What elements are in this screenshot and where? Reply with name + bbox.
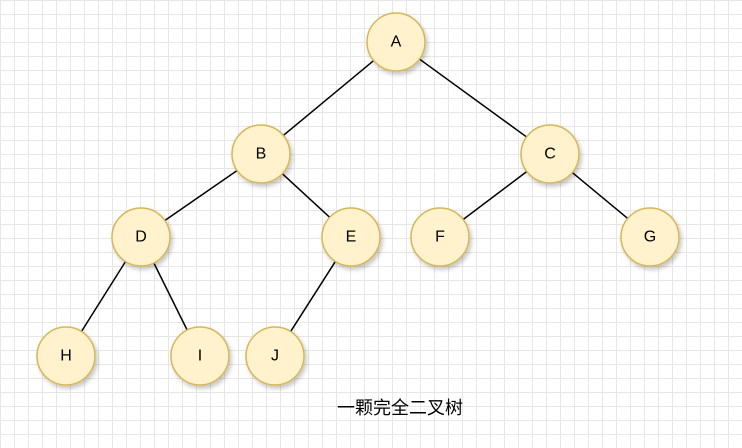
node-label: J [271,348,279,365]
node-circle [321,207,381,267]
edge-b-e [281,173,331,218]
edge-d-h [80,261,127,332]
edges-layer [80,58,629,332]
node-label: C [544,146,556,163]
tree-node-c: C [520,124,580,184]
node-label: D [135,229,147,246]
edge-d-i [153,262,188,331]
node-label: F [435,229,445,246]
node-circle [111,207,171,267]
tree-node-b: B [231,124,291,184]
tree-node-g: G [620,207,680,267]
node-circle [410,207,470,267]
tree-node-e: E [321,207,381,267]
diagram-caption: 一颗完全二叉树 [337,398,463,419]
node-label: B [256,146,267,163]
tree-node-h: H [36,326,96,386]
node-label: A [391,34,402,51]
node-label: I [198,348,202,365]
edge-c-g [571,171,629,220]
node-circle [231,124,291,184]
edge-c-f [462,170,528,221]
node-label: H [60,348,72,365]
edge-a-b [282,59,375,137]
tree-node-j: J [245,326,305,386]
node-circle [245,326,305,386]
tree-node-a: A [366,12,426,72]
nodes-layer: A B C D E F G H I J [36,12,680,386]
tree-node-f: F [410,207,470,267]
node-circle [36,326,96,386]
node-circle [520,124,580,184]
node-circle [170,326,230,386]
tree-node-d: D [111,207,171,267]
tree-node-i: I [170,326,230,386]
node-label: E [346,229,357,246]
edge-a-c [419,58,527,138]
edge-e-j [289,261,337,332]
node-circle [366,12,426,72]
node-circle [620,207,680,267]
node-label: G [644,229,656,246]
edge-b-d [164,169,238,222]
